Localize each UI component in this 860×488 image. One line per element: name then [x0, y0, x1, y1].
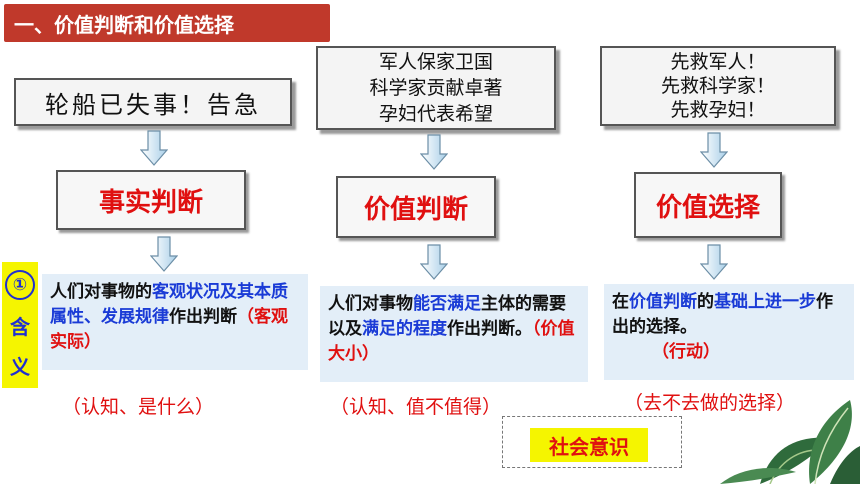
scenario-ship-box: 轮船已失事！告急: [14, 78, 292, 126]
def-text: 在: [612, 292, 629, 312]
scenario-ship-text: 轮船已失事！告急: [45, 90, 261, 119]
note-value-choice: （去不去做的选择）: [624, 392, 796, 414]
def-text: 主体的需要以及: [328, 294, 566, 339]
def-paren: （行动）: [652, 342, 720, 362]
meaning-number: ①: [5, 269, 35, 300]
def-text: 作出的选择。: [612, 292, 833, 337]
down-arrow-icon: [140, 130, 168, 166]
consciousness-label: 社会意识: [530, 428, 648, 462]
def-highlight: 客观状况及其本质属性、发展规律: [50, 282, 288, 327]
plant-decoration-icon: [700, 380, 860, 485]
scenario-choice-line: 先救孕妇！: [670, 99, 766, 121]
section-title: 一、价值判断和价值选择: [4, 4, 330, 42]
def-highlight: 能否满足: [413, 294, 481, 314]
def-text: 人们对事物的: [50, 282, 152, 302]
def-text: 人们对事物: [328, 294, 413, 314]
scenario-value-line: 孕妇代表希望: [378, 103, 493, 125]
note-value-judgment: （认知、值不值得）: [330, 396, 502, 418]
label-fact-judgment: 事实判断: [56, 170, 246, 230]
def-paren: （价值大小）: [328, 319, 575, 364]
label-value-judgment: 价值判断: [336, 176, 496, 238]
down-arrow-icon: [700, 132, 728, 168]
meaning-char: 义: [10, 355, 30, 380]
down-arrow-icon: [420, 134, 448, 170]
scenario-choice-line: 先救军人！: [670, 51, 766, 73]
consciousness-frame: [502, 416, 682, 468]
def-highlight: 基础上进一步: [714, 292, 816, 312]
definition-value-choice: 在价值判断的基础上进一步作出的选择。 （行动）: [604, 284, 854, 380]
def-paren: （客观实际）: [50, 307, 288, 352]
def-text: 作出判断。: [447, 319, 532, 339]
down-arrow-icon: [700, 244, 728, 280]
down-arrow-icon: [150, 236, 178, 272]
scenario-value-line: 军人保家卫国: [378, 51, 493, 73]
scenario-value-box: 军人保家卫国 科学家贡献卓著 孕妇代表希望: [316, 46, 556, 130]
scenario-choice-line: 先救科学家！: [660, 75, 775, 97]
meaning-char: 含: [10, 314, 30, 339]
def-text: 的: [697, 292, 714, 312]
definition-fact-judgment: 人们对事物的客观状况及其本质属性、发展规律作出判断（客观实际）: [42, 274, 308, 370]
definition-value-judgment: 人们对事物能否满足主体的需要以及满足的程度作出判断。（价值大小）: [320, 286, 588, 382]
down-arrow-icon: [420, 244, 448, 280]
def-text: 作出判断: [169, 307, 237, 327]
label-value-choice: 价值选择: [634, 172, 782, 238]
meaning-caption: ① 含 义: [2, 262, 38, 388]
scenario-value-line: 科学家贡献卓著: [369, 77, 503, 99]
def-highlight: 价值判断: [629, 292, 697, 312]
scenario-choice-box: 先救军人！ 先救科学家！ 先救孕妇！: [600, 46, 836, 126]
note-fact-judgment: （认知、是什么）: [62, 396, 215, 418]
def-highlight: 满足的程度: [362, 319, 447, 339]
